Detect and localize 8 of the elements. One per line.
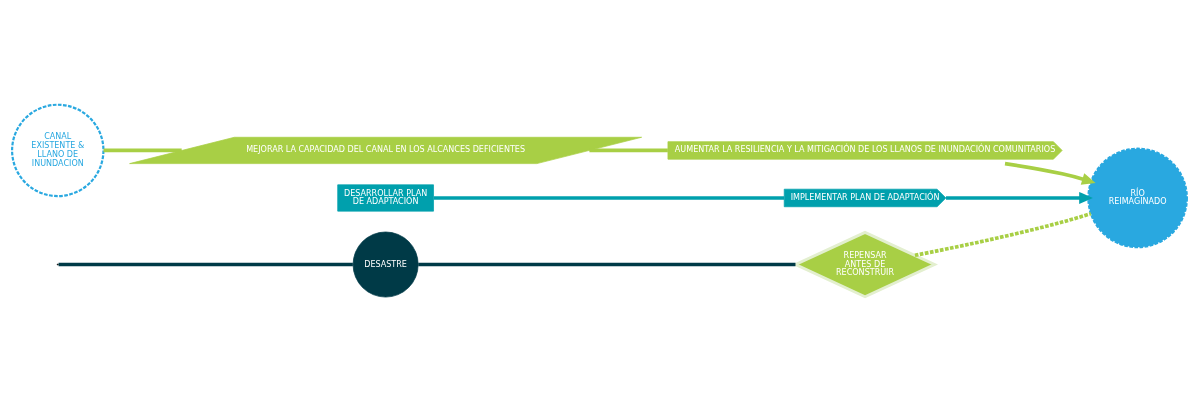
arrow [1004,161,1096,185]
connector [589,148,668,152]
connector [914,211,1092,257]
connector [58,262,353,266]
connector [103,148,182,152]
connector [418,262,796,266]
arrow [946,191,1093,204]
connector [433,195,785,200]
